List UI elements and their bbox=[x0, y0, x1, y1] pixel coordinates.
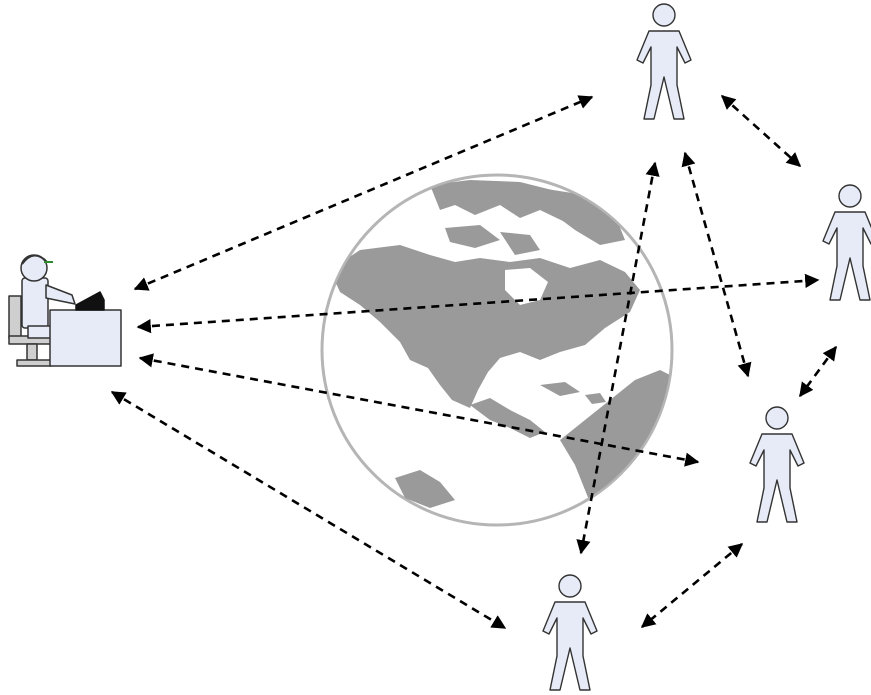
chair-post bbox=[26, 343, 38, 361]
arrow-person-top-to-person-middle-right bbox=[681, 151, 752, 378]
person-at-desk-icon bbox=[8, 254, 122, 367]
arrow-operator-to-person-top bbox=[133, 95, 594, 291]
connections bbox=[110, 95, 838, 630]
arrow-operator-to-person-right bbox=[136, 273, 820, 334]
arrow-operator-to-person-bottom bbox=[110, 390, 507, 630]
person-icon bbox=[542, 574, 598, 691]
operator-torso bbox=[21, 277, 49, 329]
headset-icon bbox=[21, 254, 48, 265]
arrow-person-right-to-person-middle-right bbox=[798, 345, 838, 398]
arrow-person-top-to-person-right bbox=[720, 95, 802, 167]
arrow-person-top-to-person-bottom bbox=[576, 161, 660, 555]
person-icon bbox=[822, 184, 871, 301]
person-icon bbox=[636, 3, 692, 120]
chair-base bbox=[16, 359, 52, 367]
desk bbox=[49, 309, 122, 367]
globe-icon bbox=[320, 173, 674, 527]
person-icon bbox=[749, 406, 805, 523]
laptop-icon bbox=[75, 291, 105, 311]
arrow-person-middle-right-to-person-bottom bbox=[640, 542, 744, 629]
operator-arm bbox=[45, 284, 76, 305]
chair-back bbox=[8, 295, 22, 339]
